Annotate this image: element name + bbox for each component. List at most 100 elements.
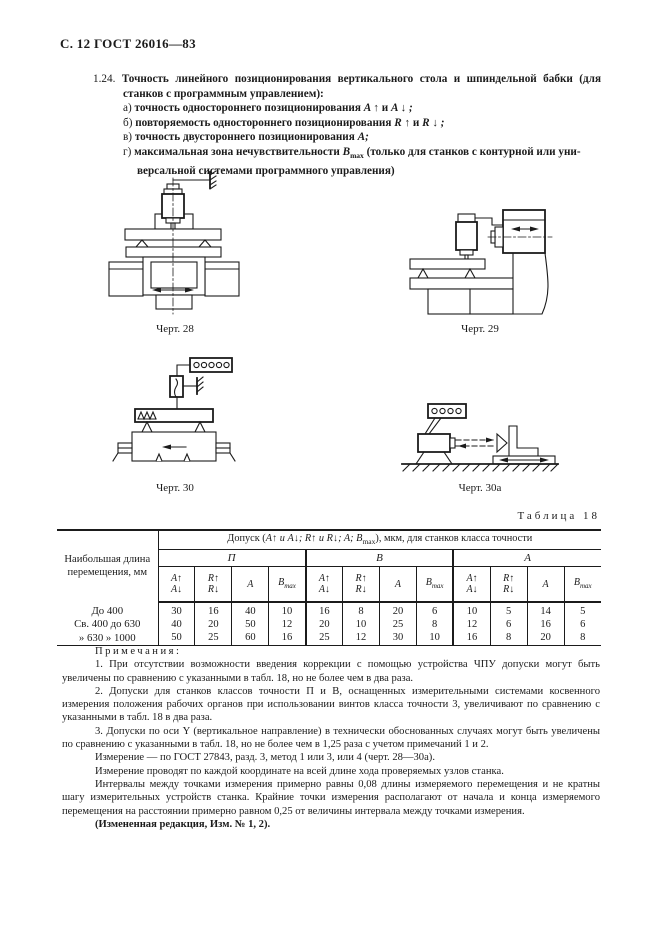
motion-arrow: [162, 444, 187, 450]
dial-indicator: [455, 213, 478, 260]
table-cell: 16: [268, 631, 306, 645]
subcol-header: R↑R↓: [194, 566, 232, 603]
figure-29-drawing: [409, 209, 553, 315]
laser-head: [415, 433, 456, 465]
subcol-header: R↑R↓: [342, 566, 380, 603]
indicator-bracket: [474, 217, 504, 226]
table-row: До 400 30 16 40 10 16 8 20 6 10 5 14 5: [57, 602, 601, 618]
subcol-header: A: [378, 566, 417, 603]
notes-block: Примечания: 1. При отсутствии возможност…: [62, 645, 600, 831]
table-cell: 8: [563, 631, 601, 645]
table-cell: 12: [342, 631, 380, 645]
table-cell: 20: [526, 631, 565, 645]
table-cell: 16: [194, 602, 232, 618]
retroreflector: [508, 425, 539, 457]
clause-number: 1.24.: [93, 73, 116, 85]
group-header-A: А: [452, 549, 601, 567]
table-cell: 14: [526, 602, 565, 618]
note-3: 3. Допуски по оси Y (вертикальное направ…: [62, 725, 600, 751]
table-cell: 50: [231, 617, 269, 631]
notes-heading: Примечания:: [95, 646, 182, 657]
motion-arrow: [511, 226, 539, 232]
saddle-housing: [108, 256, 240, 310]
note-1: 1. При отсутствии возможности введения к…: [62, 659, 600, 684]
table-cell: 20: [304, 617, 343, 631]
table-cell: 5: [563, 602, 601, 618]
spindle-head: [490, 209, 546, 254]
note-2: 2. Допуски для станков классов точности …: [62, 685, 600, 724]
table-cell: 25: [194, 631, 232, 645]
table-row: » 630 » 1000 50 25 60 16 25 12 30 10 16 …: [57, 631, 601, 645]
table-cell: 16: [526, 617, 565, 631]
table-cell: 6: [563, 617, 601, 631]
table-cell: 8: [489, 631, 528, 645]
page-header: С. 12 ГОСТ 26016—83: [60, 36, 196, 51]
subcol-header: A↑A↓: [452, 566, 491, 603]
subcol-header: A↑A↓: [304, 566, 343, 603]
table-cell: 10: [268, 602, 306, 618]
table-cell: 25: [378, 617, 417, 631]
figure-30a-drawing: [401, 403, 559, 472]
table-cell: 60: [231, 631, 269, 645]
table-cell: 50: [157, 631, 195, 645]
fixed-wall-hatch: [172, 170, 217, 190]
closing-paragraph-1: Измерение проводят по каждой координате …: [95, 765, 504, 777]
table-18-label: Таблица 18: [517, 510, 600, 522]
figure-30-caption: Черт. 30: [156, 482, 194, 494]
clause-item-b: б) повторяемость одностороннего позицион…: [123, 116, 445, 129]
table-row: Св. 400 до 630 40 20 50 12 20 10 25 8 12…: [57, 617, 601, 631]
clause-item-v: в) точность двустороннего позиционирован…: [123, 131, 369, 144]
table-cell: 16: [304, 602, 343, 618]
subcol-header: A: [526, 566, 565, 603]
linear-scale-bar: [134, 408, 214, 423]
digital-display-unit: [176, 357, 233, 377]
subcol-header: A↑A↓: [157, 566, 195, 603]
table-cell: 12: [452, 617, 491, 631]
closing-paragraph-2: Интервалы между точками измерения пример…: [62, 778, 600, 817]
figure-28-caption: Черт. 28: [156, 323, 194, 335]
table-cell: 20: [194, 617, 232, 631]
clause-item-a: а) точность одностороннего позиционирова…: [123, 102, 413, 115]
subcol-header: Bmax: [563, 566, 601, 603]
figure-29-caption: Черт. 29: [461, 323, 499, 335]
clause-item-g: г) максимальная зона нечувствительности …: [123, 145, 581, 177]
figure-28-drawing: [108, 170, 240, 315]
figure-30-drawing: [112, 357, 236, 462]
amendment-note: (Измененная редакция, Изм. № 1, 2).: [95, 818, 271, 830]
table-cell: 5: [489, 602, 528, 618]
row-label: Св. 400 до 630: [74, 618, 141, 631]
figure-30a-caption: Черт. 30а: [458, 482, 502, 494]
reading-head: [169, 375, 204, 410]
table-cell: 8: [342, 602, 380, 618]
table-cell: 16: [452, 631, 491, 645]
row-label: До 400: [91, 604, 124, 617]
digital-display-unit: [424, 403, 467, 435]
table-cell: 8: [415, 617, 454, 631]
table-cell: 30: [378, 631, 417, 645]
subcol-header: Bmax: [268, 566, 306, 603]
table-cell: 20: [378, 602, 417, 618]
table-cell: 6: [489, 617, 528, 631]
table-cell: 12: [268, 617, 306, 631]
measurement-reference: Измерение — по ГОСТ 27843, разд. 3, мето…: [95, 752, 435, 764]
machine-column: [512, 252, 549, 315]
clause-1-24: 1.24. Точность линейного позиционировани…: [93, 72, 601, 178]
laser-beams: [455, 432, 508, 454]
group-header-P: П: [157, 549, 306, 567]
table-cell: 10: [342, 617, 380, 631]
table-cell: 40: [157, 617, 195, 631]
subcol-header: Bmax: [415, 566, 454, 603]
table-cell: 30: [157, 602, 195, 618]
table-cell: 10: [452, 602, 491, 618]
group-header-V: В: [304, 549, 454, 567]
machine-table: [112, 420, 236, 462]
row-label: » 630 » 1000: [78, 631, 136, 644]
machine-table: [409, 258, 514, 315]
table-cell: 25: [304, 631, 343, 645]
clause-intro: 1.24. Точность линейного позиционировани…: [93, 73, 602, 100]
moving-table: [492, 455, 556, 465]
subcol-header: R↑R↓: [489, 566, 528, 603]
